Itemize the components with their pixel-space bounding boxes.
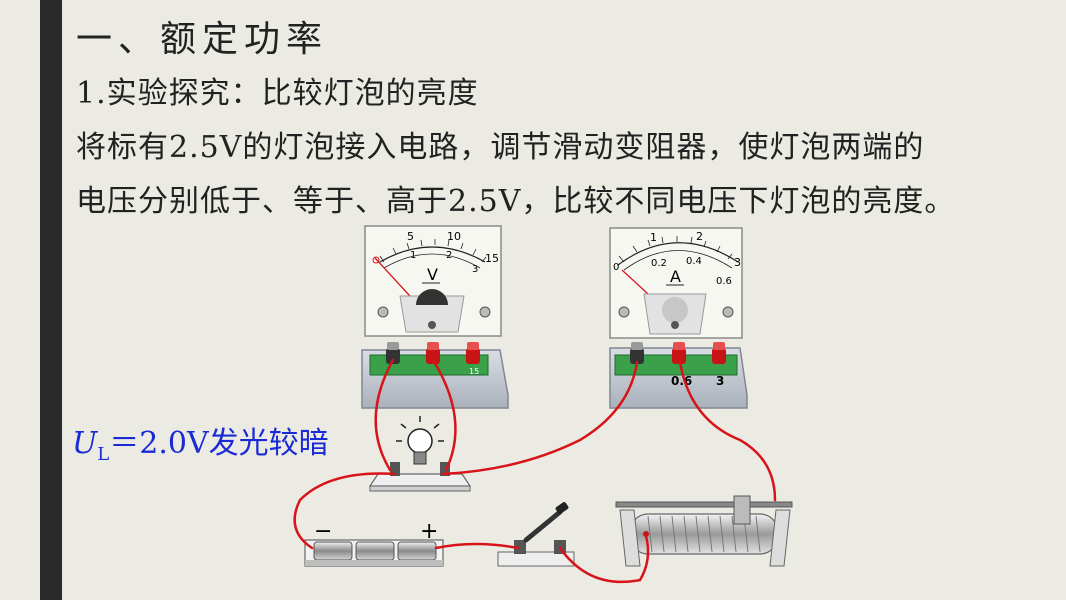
left-accent-bar [40,0,62,600]
lamp-holder [368,416,472,492]
ammeter-terminal-label-0-6: 0.6 [671,374,692,388]
voltage-symbol: U [72,426,98,461]
wire-voltmeter-lamp-right [431,358,457,472]
ammeter-terminal-0-6 [672,342,686,364]
wire-ammeter-rheostat [678,360,777,502]
wire-lamp-battery [293,472,397,550]
ammeter-scale-0: 0 [613,262,619,273]
voltmeter-terminal-3 [426,342,440,364]
voltage-subscript: L [97,444,110,465]
voltmeter-zero-screw [428,321,436,329]
light-bulb-icon [407,428,433,454]
battery-minus-label: − [314,519,332,544]
ammeter-scale-0-4: 0.4 [686,256,702,267]
ammeter-zero-screw [671,321,679,329]
wire-battery-switch [434,542,520,550]
paragraph-line-2: 电压分别低于、等于、高于2.5V，比较不同电压下灯泡的亮度。 [76,184,956,219]
voltmeter-terminal-negative [386,342,400,364]
ammeter-scale-1: 1 [650,231,657,244]
ammeter-symbol: A [670,267,681,286]
voltmeter-scale-1: 1 [410,250,416,261]
bulb-rays [396,416,444,442]
voltmeter-scale-15: 15 [485,252,499,265]
battery-pack: − + [304,519,444,567]
voltmeter-scale-5: 5 [407,230,414,243]
condition-text: ＝2.0V发光较暗 [109,426,329,461]
ammeter-scale-0-2: 0.2 [651,258,667,269]
wire-lamp-ammeter [441,360,639,476]
ammeter-scale-arc-inner [623,250,733,271]
voltmeter-ticks [379,239,487,263]
paragraph-line-1: 将标有2.5V的灯泡接入电路，调节滑动变阻器，使灯泡两端的 [76,130,925,165]
ammeter-terminal-3 [712,342,726,364]
voltmeter-scale-2: 2 [446,250,452,261]
ammeter: 1 2 3 0 0.2 0.4 0.6 A 0.6 3 [609,227,748,409]
ammeter-scale-2: 2 [696,230,703,243]
section-subtitle: 1.实验探究：比较灯泡的亮度 [76,76,479,111]
ammeter-terminal-label-3: 3 [716,374,724,388]
knife-switch [497,502,575,567]
voltmeter-terminal-label-15: 15 [469,367,479,376]
voltmeter-scale-3: 3 [472,264,478,275]
voltmeter-symbol: V [427,265,438,284]
voltage-condition-label: UL＝2.0V发光较暗 [72,418,329,465]
voltmeter-scale-10: 10 [447,230,461,243]
circuit-wires [293,358,777,584]
ammeter-scale-3: 3 [734,256,741,269]
voltmeter-terminal-15 [466,342,480,364]
voltmeter: 5 10 15 1 2 3 V 15 [361,225,509,409]
wire-switch-rheostat [558,534,650,584]
ammeter-terminal-negative [630,342,644,364]
page-title: 一、额定功率 [76,19,329,60]
ammeter-ticks [618,236,733,263]
wire-voltmeter-lamp-left [374,358,395,472]
rheostat-slider [733,495,751,525]
ammeter-scale-arc [617,242,739,266]
rheostat-coil [629,513,779,555]
voltmeter-scale-arc-inner [383,253,481,269]
rheostat-slide-bar [615,501,793,508]
sliding-rheostat [615,495,793,567]
rheostat-windings [647,515,761,553]
ammeter-scale-0-6: 0.6 [716,276,732,287]
battery-plus-label: + [420,519,438,544]
voltmeter-scale-arc [379,246,486,263]
